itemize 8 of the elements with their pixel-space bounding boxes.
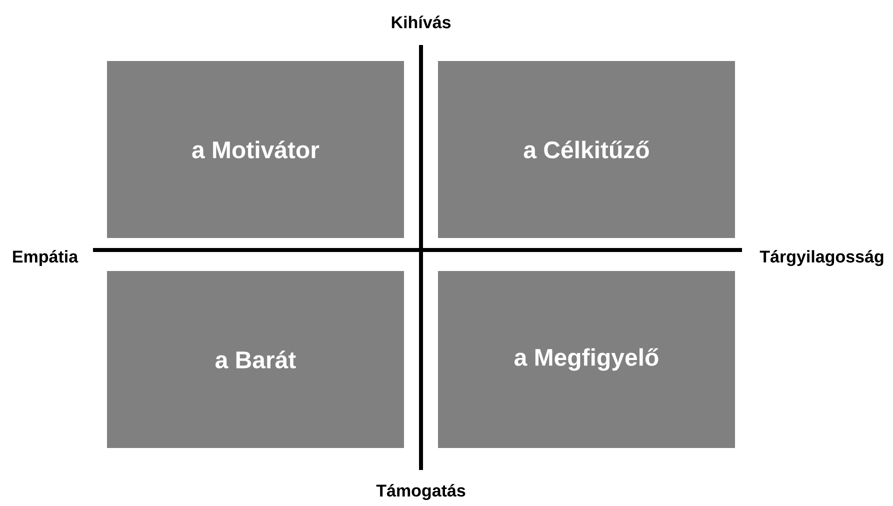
quadrant-box: a Barát — [107, 271, 404, 448]
axis-label: Tárgyilagosság — [760, 250, 884, 266]
axis-label: Támogatás — [376, 484, 466, 500]
quadrant-box: a Megfigyelő — [438, 271, 735, 448]
axis-label: Empátia — [13, 250, 78, 266]
quadrant-box: a Motivátor — [107, 61, 404, 238]
quadrant-box: a Célkitűző — [438, 61, 735, 238]
axis-label: Kihívás — [392, 16, 451, 28]
